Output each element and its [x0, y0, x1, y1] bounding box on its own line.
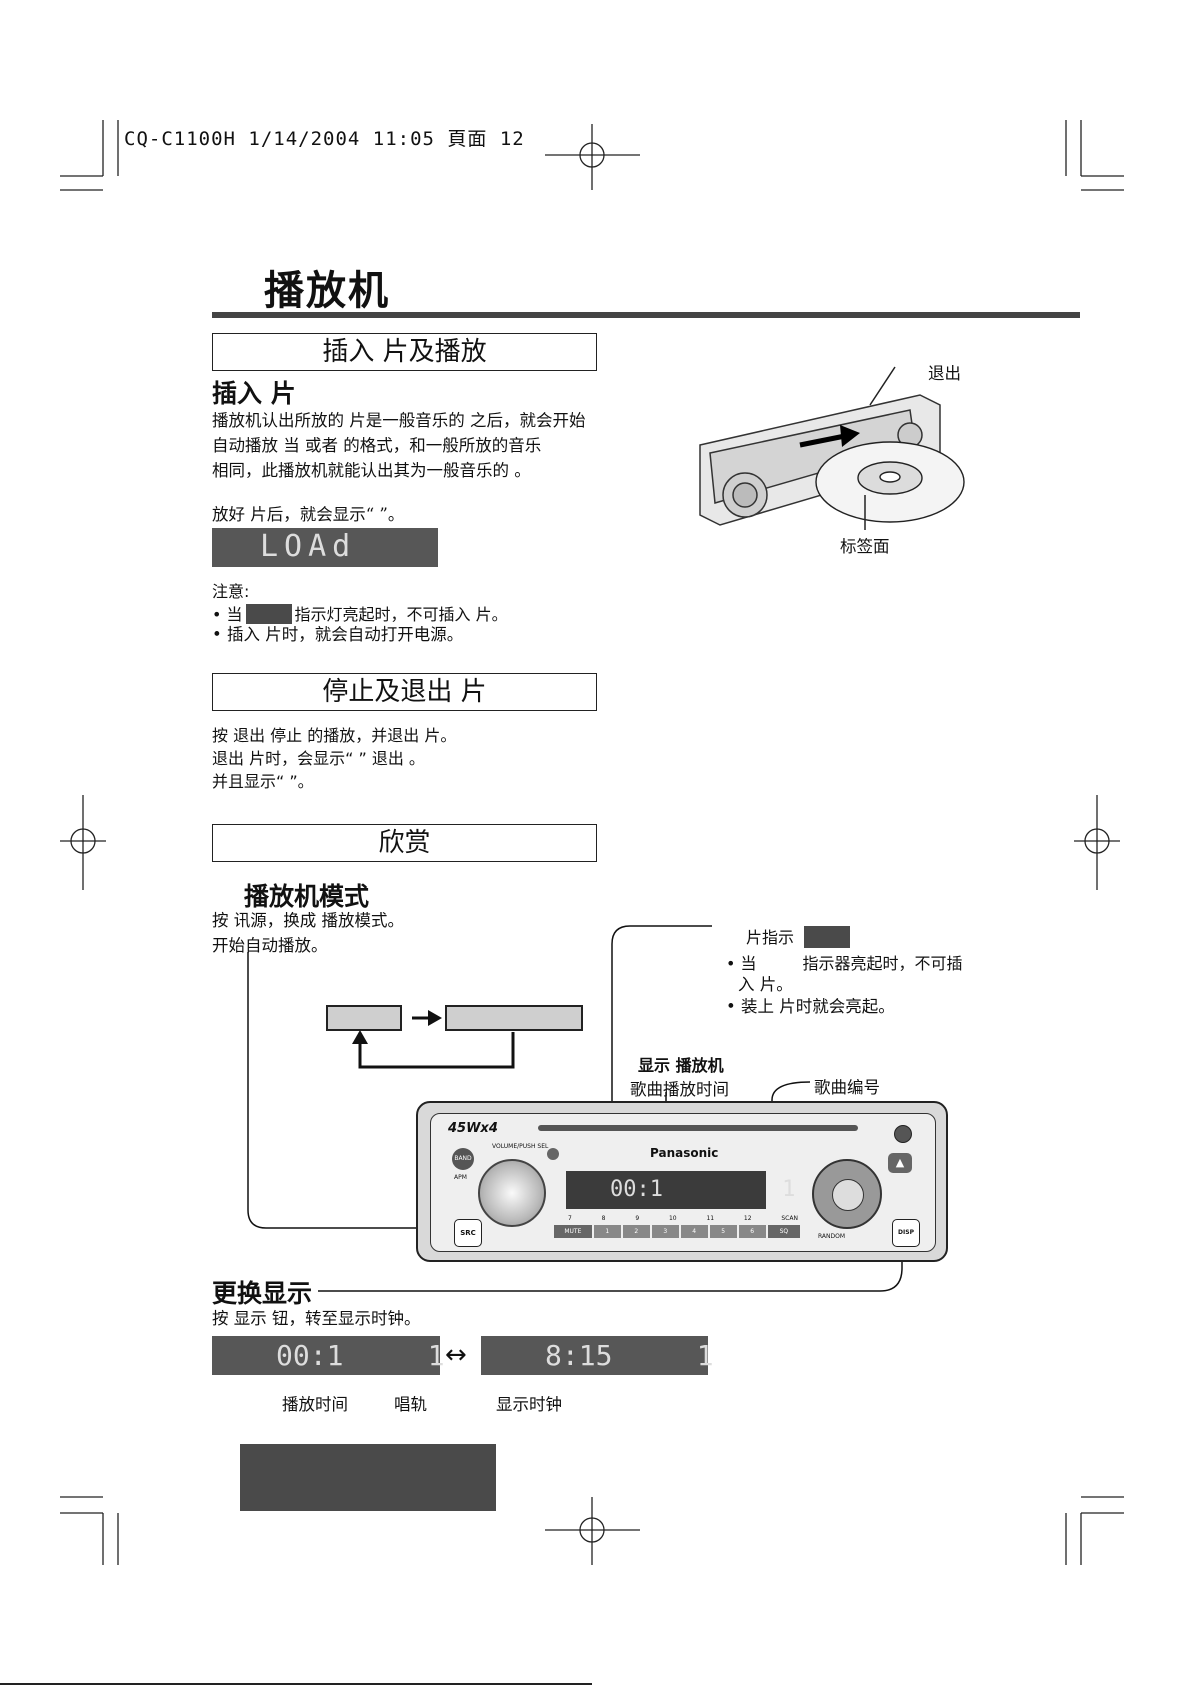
- preset-3-button[interactable]: 3: [651, 1225, 679, 1238]
- band-button[interactable]: BAND: [452, 1148, 474, 1170]
- disp-button[interactable]: DISP: [892, 1219, 920, 1247]
- note-1-text: 指示灯亮起时，不可插入 片。: [294, 605, 508, 624]
- print-header: CQ-C1100H 1/14/2004 11:05 頁面 12: [124, 128, 525, 150]
- upper-label-12: 12: [743, 1215, 752, 1222]
- stop-line-1: 按 退出 停止 的播放，并退出 片。: [212, 726, 457, 745]
- source-box-right: [445, 1005, 583, 1031]
- caption-clock: 显示时钟: [496, 1395, 562, 1414]
- preset-5-button[interactable]: 5: [709, 1225, 737, 1238]
- upper-label-7: 7: [568, 1215, 572, 1222]
- volume-knob[interactable]: [478, 1159, 546, 1227]
- upper-label-11: 11: [706, 1215, 715, 1222]
- mode-line-2: 开始自动播放。: [212, 936, 328, 955]
- disc-note-1-text: 指示器亮起时，不可插: [802, 954, 963, 973]
- brand-logo: Panasonic: [650, 1146, 719, 1160]
- mute-button[interactable]: MUTE: [554, 1225, 592, 1238]
- nav-dial-center[interactable]: [832, 1179, 864, 1211]
- section-enjoy-title: 欣赏: [212, 824, 597, 862]
- lcd-play-text: 00:1 1: [276, 1339, 445, 1372]
- vol-label: VOLUME/PUSH SEL: [492, 1143, 549, 1150]
- upper-label-9: 9: [635, 1215, 640, 1222]
- lcd-load-text: LOAd: [260, 529, 357, 564]
- upper-label-8: 8: [601, 1215, 606, 1222]
- src-button[interactable]: SRC: [454, 1219, 482, 1247]
- upper-label-10: 10: [668, 1215, 677, 1222]
- lcd-load-display: LOAd: [212, 528, 438, 567]
- note-1: • 当 指示灯亮起时，不可插入 片。: [212, 601, 508, 625]
- page-title: 播放机: [264, 268, 390, 314]
- display-title: 显示 播放机: [638, 1056, 724, 1075]
- nav-dial[interactable]: [812, 1159, 882, 1229]
- disc-note-1-prefix: • 当: [726, 954, 757, 973]
- stop-line-3: 并且显示“ ”。: [212, 772, 314, 791]
- disc-indicator-label: 片指示: [746, 924, 851, 948]
- preset-6-button[interactable]: 6: [738, 1225, 766, 1238]
- track-no-label: 歌曲编号: [814, 1078, 880, 1097]
- disc-note-2: • 装上 片时就会亮起。: [726, 997, 895, 1016]
- eject-label: 退出: [928, 364, 961, 383]
- bottom-rule: [0, 1683, 592, 1685]
- cd-slot: [538, 1125, 858, 1131]
- change-text: 按 显示 钮，转至显示时钟。: [212, 1309, 421, 1328]
- disc-note-1-cont: 入 片。: [738, 975, 793, 994]
- source-box-left: [326, 1005, 402, 1031]
- preset-4-button[interactable]: 4: [680, 1225, 708, 1238]
- preset-2-button[interactable]: 2: [622, 1225, 650, 1238]
- eject-button[interactable]: ▲: [888, 1153, 912, 1173]
- note-2: • 插入 片时，就会自动打开电源。: [212, 625, 464, 644]
- insert-subtitle: 插入 片: [212, 379, 296, 408]
- swap-arrow: ↔: [445, 1340, 467, 1370]
- preset-1-button[interactable]: 1: [593, 1225, 621, 1238]
- band-button-label: BAND: [454, 1155, 472, 1162]
- section-stop-title: 停止及退出 片: [212, 673, 597, 711]
- insert-paragraph: 播放机认出所放的 片是一般音乐的 之后，就会开始 自动播放 当 或者 的格式，和…: [212, 408, 672, 483]
- sq-button[interactable]: SQ: [767, 1225, 801, 1238]
- apm-label: APM: [454, 1174, 467, 1181]
- lcd-clock-display: 8:15 1: [481, 1336, 714, 1375]
- mode-subtitle: 播放机模式: [244, 882, 370, 911]
- stop-text: 按 退出 停止 的播放，并退出 片。 退出 片时，会显示“ ” 退出 。 并且显…: [212, 724, 456, 793]
- disp-button-label: DISP: [898, 1229, 914, 1236]
- unit-lcd: 00:1 1: [566, 1171, 795, 1209]
- unit-disc-illustration: [699, 366, 965, 530]
- caption-play-time: 播放时间: [282, 1395, 348, 1414]
- preset-button-row: MUTE 1 2 3 4 5 6 SQ: [554, 1225, 801, 1238]
- change-subtitle: 更换显示: [212, 1279, 313, 1308]
- lcd-play-display: 00:1 1: [212, 1336, 445, 1375]
- insert-line-1: 播放机认出所放的 片是一般音乐的 之后，就会开始: [212, 411, 586, 430]
- head-unit: 45Wx4 Panasonic VOLUME/PUSH SEL BAND APM…: [416, 1101, 948, 1262]
- disc-note-1: • 当 指示器亮起时，不可插: [726, 950, 963, 974]
- insert-line-3: 相同，此播放机就能认出其为一般音乐的 。: [212, 461, 531, 480]
- unit-lcd-text: 00:1 1: [610, 1177, 796, 1202]
- page-tab-block: [240, 1444, 496, 1511]
- small-dot: [547, 1148, 559, 1160]
- src-button-label: SRC: [460, 1229, 476, 1237]
- mode-text: 按 讯源，换成 播放模式。 开始自动播放。: [212, 908, 404, 958]
- indicator-swatch: [245, 604, 292, 624]
- title-rule: [212, 312, 1080, 318]
- disc-indicator-swatch: [804, 926, 851, 948]
- note-1-prefix: • 当: [212, 605, 243, 624]
- random-label: RANDOM: [818, 1233, 846, 1240]
- upper-label-scan: SCAN: [781, 1215, 798, 1222]
- stop-line-2: 退出 片时，会显示“ ” 退出 。: [212, 749, 425, 768]
- after-load-text: 放好 片后，就会显示“ ”。: [212, 505, 405, 524]
- upper-labels: 7 8 9 10 11 12 SCAN: [568, 1215, 798, 1222]
- note-title: 注意:: [212, 582, 250, 601]
- play-time-label: 歌曲播放时间: [630, 1080, 729, 1099]
- disc-indicator-text: 片指示: [746, 928, 795, 947]
- power-dot: [894, 1125, 912, 1143]
- caption-track: 唱轨: [394, 1395, 427, 1414]
- insert-line-2: 自动播放 当 或者 的格式，和一般所放的音乐: [212, 436, 542, 455]
- flow-arrows: [352, 1010, 515, 1069]
- mode-line-1: 按 讯源，换成 播放模式。: [212, 911, 404, 930]
- label-side-label: 标签面: [840, 537, 890, 556]
- power-rating: 45Wx4: [448, 1121, 498, 1136]
- lcd-clock-text: 8:15 1: [545, 1339, 714, 1372]
- section-insert-title: 插入 片及播放: [212, 333, 597, 371]
